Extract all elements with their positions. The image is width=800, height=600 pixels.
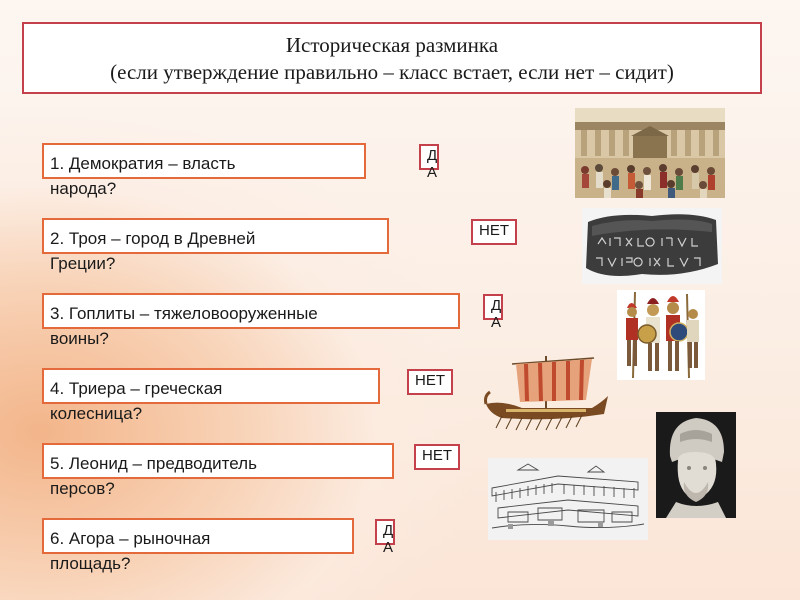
question-5-line-1: 5. Леонид – предводитель [50,454,257,473]
answer-1-box: ДА [419,144,439,181]
question-2-line-2: Греции? [50,254,116,273]
answer-2-text: НЕТ [479,222,509,239]
answer-5-box: НЕТ [414,444,460,470]
slide-title: Историческая разминка (если утверждение … [22,22,762,94]
agora-crowd-image [575,108,725,198]
answer-2-box: НЕТ [471,219,517,245]
question-5-box: 5. Леонид – предводитель персов? [42,443,394,498]
trireme-ship-image [482,352,610,432]
answer-6-text: ДА [383,522,394,556]
question-3-line-2: воины? [50,329,109,348]
title-line-1: Историческая разминка [285,33,499,57]
question-1-box: 1. Демократия – власть народа? [42,143,366,198]
answer-3-text: ДА [491,297,502,331]
question-4-line-2: колесница? [50,404,143,423]
answer-1-text: ДА [427,147,438,181]
answer-3-box: ДА [483,294,503,331]
question-2-box: 2. Троя – город в Древней Греции? [42,218,389,273]
question-6-line-2: площадь? [50,554,131,573]
answer-4-text: НЕТ [415,372,445,389]
pericles-bust-image [656,412,736,518]
question-4-box: 4. Триера – греческая колесница? [42,368,380,423]
answer-4-box: НЕТ [407,369,453,395]
question-4-line-1: 4. Триера – греческая [50,379,223,398]
question-1-line-2: народа? [50,179,117,198]
inscription-fragment-image [582,208,722,284]
ancient-city-sketch-image [488,458,648,540]
question-3-line-1: 3. Гоплиты – тяжеловооруженные [50,304,318,323]
question-1-line-1: 1. Демократия – власть [50,154,236,173]
question-5-line-2: персов? [50,479,115,498]
question-3-box: 3. Гоплиты – тяжеловооруженные воины? [42,293,460,348]
answer-6-box: ДА [375,519,395,556]
question-6-box: 6. Агора – рыночная площадь? [42,518,354,573]
hoplite-warriors-image [617,290,705,380]
title-line-2: (если утверждение правильно – класс вста… [110,60,674,84]
question-2-line-1: 2. Троя – город в Древней [50,229,256,248]
question-6-line-1: 6. Агора – рыночная [50,529,211,548]
answer-5-text: НЕТ [422,447,452,464]
